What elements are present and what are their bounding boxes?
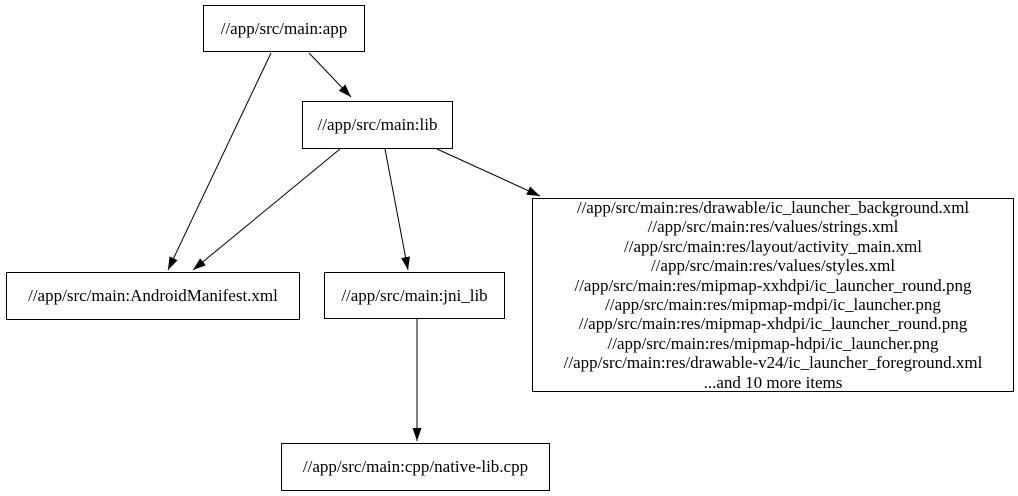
res-group-line: //app/src/main:res/mipmap-xxhdpi/ic_laun… xyxy=(574,275,972,295)
edge-lib-to-jni-lib xyxy=(384,148,410,271)
edge-lib-to-manifest xyxy=(192,148,341,271)
edge-lib-to-res-group xyxy=(436,148,541,197)
edge-app-to-lib xyxy=(308,52,352,98)
res-group-line: //app/src/main:res/values/styles.xml xyxy=(650,256,896,276)
res-group-line: //app/src/main:res/drawable/ic_launcher_… xyxy=(576,197,970,217)
graph-node-app: //app/src/main:app xyxy=(203,5,365,52)
res-group-line: //app/src/main:res/mipmap-xhdpi/ic_launc… xyxy=(578,314,968,334)
res-group-line: //app/src/main:res/mipmap-mdpi/ic_launch… xyxy=(605,295,941,314)
res-group-line: //app/src/main:res/mipmap-hdpi/ic_launch… xyxy=(607,333,939,353)
res-group-line: //app/src/main:res/drawable-v24/ic_launc… xyxy=(563,353,983,373)
graph-node-android-manifest: //app/src/main:AndroidManifest.xml xyxy=(6,272,300,320)
graph-node-res-group: //app/src/main:res/drawable/ic_launcher_… xyxy=(532,198,1014,392)
res-group-more-items: ...and 10 more items xyxy=(703,372,843,392)
graph-node-jni-lib: //app/src/main:jni_lib xyxy=(324,272,505,319)
res-group-line: //app/src/main:res/layout/activity_main.… xyxy=(624,236,922,256)
graph-node-native-cpp: //app/src/main:cpp/native-lib.cpp xyxy=(281,443,550,491)
edge-app-to-manifest xyxy=(167,52,272,271)
res-group-line: //app/src/main:res/values/strings.xml xyxy=(647,217,899,237)
graph-node-lib: //app/src/main:lib xyxy=(302,101,453,149)
